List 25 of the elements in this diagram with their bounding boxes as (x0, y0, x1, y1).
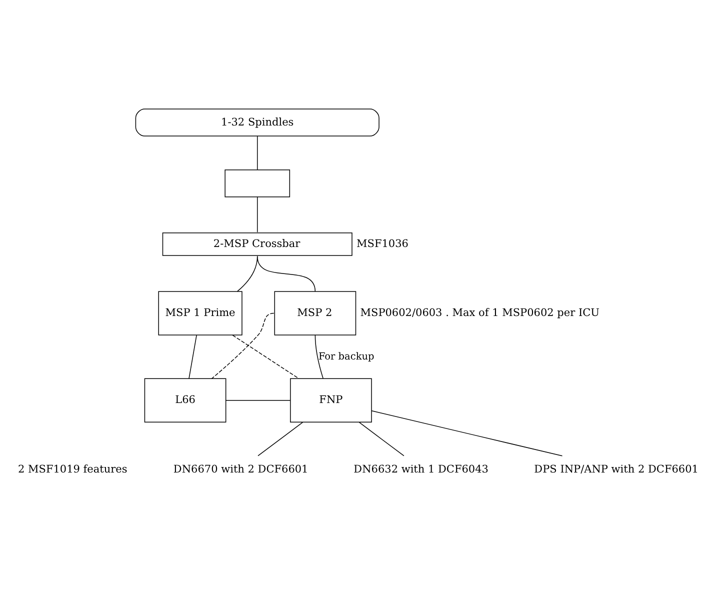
node-text: DN6670 with 2 DCF6601 (173, 463, 308, 476)
node-box (224, 169, 290, 198)
connector (257, 136, 258, 170)
node-box: 1-32 Spindles (135, 108, 380, 136)
connector (257, 256, 316, 292)
label: 2 MSF1019 features (18, 463, 128, 476)
connector (211, 312, 274, 379)
node-box: 2-MSP Crossbar (162, 232, 352, 256)
node-box: FNP (290, 378, 372, 423)
node-box: MSP 2 (274, 291, 356, 336)
connector (188, 334, 197, 379)
node-text: DN6632 with 1 DCF6043 (354, 463, 488, 476)
connector (232, 334, 300, 379)
node-box: L66 (144, 378, 226, 423)
connector (226, 400, 291, 401)
edge-label: For backup (318, 351, 374, 362)
connector (358, 422, 404, 456)
node-text: DPS INP/ANP with 2 DCF6601 (534, 463, 698, 476)
connector (258, 422, 304, 456)
node-box: MSP 1 Prime (158, 291, 242, 336)
node-label: MSP0602/0603 . Max of 1 MSP0602 per ICU (360, 307, 600, 320)
connector (257, 196, 258, 233)
connector (314, 334, 324, 379)
connector (371, 410, 563, 456)
node-label: MSF1036 (356, 238, 408, 250)
